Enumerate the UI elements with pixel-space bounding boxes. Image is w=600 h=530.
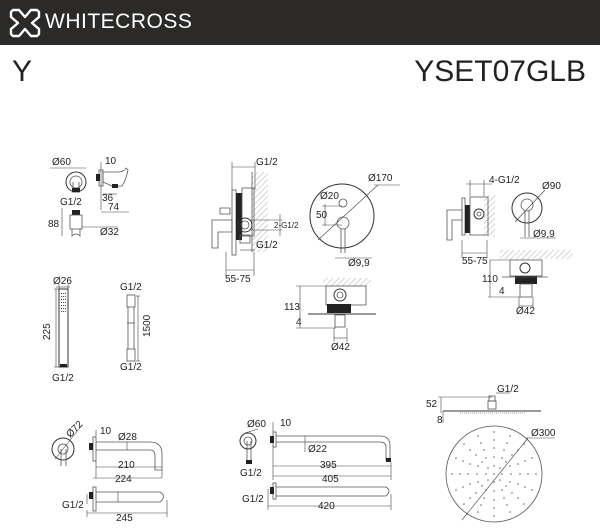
svg-text:225: 225 xyxy=(42,323,53,340)
svg-text:36: 36 xyxy=(102,193,114,204)
svg-text:4: 4 xyxy=(499,286,505,297)
svg-text:74: 74 xyxy=(108,202,120,213)
svg-text:Ø32: Ø32 xyxy=(100,227,119,238)
svg-text:Ø28: Ø28 xyxy=(118,432,137,443)
svg-text:245: 245 xyxy=(116,513,133,524)
rain-shower-head-drawing: G1/2 52 8 Ø300 xyxy=(426,384,556,523)
svg-text:224: 224 xyxy=(115,474,132,485)
svg-text:G1/2: G1/2 xyxy=(120,362,142,373)
svg-text:Ø9,9: Ø9,9 xyxy=(348,258,370,269)
svg-text:Ø90: Ø90 xyxy=(542,181,561,192)
svg-text:Ø26: Ø26 xyxy=(53,276,72,287)
svg-text:G1/2: G1/2 xyxy=(256,157,278,168)
svg-text:G1/2: G1/2 xyxy=(497,384,519,395)
svg-text:G1/2: G1/2 xyxy=(60,197,82,208)
svg-text:55-75: 55-75 xyxy=(225,274,251,285)
svg-text:1500: 1500 xyxy=(142,314,153,337)
diverter-mixer-drawing: G1/2 2-G1/2 G1/2 55-75 Ø170 Ø20 50 Ø9,9 xyxy=(211,157,400,285)
brand-name: WHITECROSS xyxy=(45,10,193,33)
single-mixer-drawing: 4-G1/2 55-75 Ø90 Ø9,9 110 4 Ø42 xyxy=(446,175,573,317)
svg-text:G1/2: G1/2 xyxy=(120,282,142,293)
shower-arm-drawing: Ø60 G1/2 10 Ø22 395 405 G1/2 420 xyxy=(239,418,392,512)
svg-text:52: 52 xyxy=(426,399,438,410)
svg-text:Ø60: Ø60 xyxy=(52,157,71,168)
svg-text:113: 113 xyxy=(284,302,300,313)
svg-text:55-75: 55-75 xyxy=(462,256,488,267)
svg-text:G1/2: G1/2 xyxy=(242,494,264,505)
svg-text:Ø22: Ø22 xyxy=(308,444,327,455)
svg-text:88: 88 xyxy=(48,219,60,230)
svg-text:420: 420 xyxy=(318,501,335,512)
svg-text:Ø60: Ø60 xyxy=(247,419,266,430)
svg-text:G1/2: G1/2 xyxy=(52,373,74,384)
cross-logo-icon xyxy=(9,8,41,38)
diverter-box-section-drawing: 113 4 Ø42 xyxy=(284,278,376,353)
bath-spout-drawing: Ø72 10 Ø28 210 224 G1/2 245 xyxy=(51,419,168,524)
wall-outlet-holder-drawing: Ø60 G1/2 88 Ø32 10 36 74 xyxy=(48,156,129,238)
svg-text:50: 50 xyxy=(316,210,328,221)
svg-text:Ø42: Ø42 xyxy=(331,342,350,353)
svg-text:10: 10 xyxy=(280,418,292,429)
hand-shower-drawing: Ø26 225 G1/2 xyxy=(42,276,74,384)
svg-text:210: 210 xyxy=(118,460,135,471)
model-number: YSET07GLB xyxy=(414,55,586,88)
header-bar: WHITECROSS xyxy=(0,0,600,45)
series-title: Y xyxy=(12,55,33,88)
svg-text:10: 10 xyxy=(100,426,112,437)
svg-text:395: 395 xyxy=(320,460,337,471)
svg-text:Ø9,9: Ø9,9 xyxy=(533,229,555,240)
svg-text:Ø42: Ø42 xyxy=(516,306,535,317)
svg-text:Ø72: Ø72 xyxy=(64,419,85,440)
svg-text:110: 110 xyxy=(482,274,498,285)
svg-text:Ø170: Ø170 xyxy=(368,173,393,184)
nozzle-pattern xyxy=(451,431,537,517)
svg-text:Ø20: Ø20 xyxy=(320,191,339,202)
svg-text:2-G1/2: 2-G1/2 xyxy=(274,221,299,230)
svg-text:G1/2: G1/2 xyxy=(256,240,278,251)
svg-text:4-G1/2: 4-G1/2 xyxy=(489,175,520,186)
svg-text:8: 8 xyxy=(437,415,443,426)
svg-text:G1/2: G1/2 xyxy=(240,468,262,479)
svg-text:Ø300: Ø300 xyxy=(531,428,556,439)
hose-drawing: G1/2 1500 G1/2 xyxy=(120,282,153,373)
svg-text:405: 405 xyxy=(322,474,339,485)
svg-text:10: 10 xyxy=(105,156,117,167)
svg-text:4: 4 xyxy=(296,317,302,328)
svg-text:G1/2: G1/2 xyxy=(62,500,84,511)
